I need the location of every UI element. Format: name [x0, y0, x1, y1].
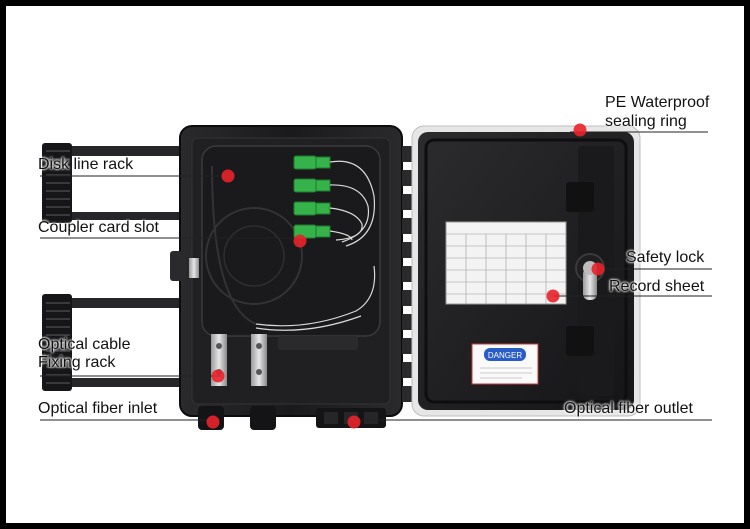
- lower-side-rack: [42, 294, 182, 391]
- marker-safety-lock: [591, 262, 605, 276]
- hinge: [402, 146, 412, 402]
- upper-side-rack: [42, 143, 182, 223]
- marker-disk-line-rack: [221, 169, 235, 183]
- label-optical-cable-line2: Fixing rack: [38, 354, 116, 371]
- label-optical-fiber-outlet: Optical fiber outlet: [564, 400, 693, 417]
- label-pe-ring-line2: sealing ring: [605, 113, 687, 130]
- marker-optical-fiber-outlet: [347, 415, 361, 429]
- product-diagram: DANGER PE Waterproof sealing ring Disk l…: [6, 6, 744, 523]
- label-optical-cable-line1: Optical cable: [38, 336, 131, 353]
- marker-optical-cable-fixing-rack: [211, 369, 225, 383]
- fiber-box-body: [170, 125, 403, 430]
- marker-optical-fiber-inlet: [206, 415, 220, 429]
- label-coupler-card-slot: Coupler card slot: [38, 219, 159, 236]
- label-safety-lock: Safety lock: [626, 249, 705, 266]
- fiber-box-lid: DANGER: [411, 125, 641, 417]
- markers: [206, 123, 605, 429]
- marker-coupler-card-slot: [293, 234, 307, 248]
- danger-sign-text: DANGER: [488, 351, 522, 360]
- danger-sign: DANGER: [471, 343, 539, 385]
- label-optical-fiber-inlet: Optical fiber inlet: [38, 400, 158, 417]
- marker-pe-ring: [573, 123, 587, 137]
- label-disk-line-rack: Disk line rack: [38, 156, 134, 173]
- label-pe-ring-line1: PE Waterproof: [605, 94, 710, 111]
- leader-lines: [40, 131, 712, 421]
- marker-record-sheet: [546, 289, 560, 303]
- fiber-box-illustration: DANGER: [40, 123, 712, 430]
- label-record-sheet: Record sheet: [609, 278, 705, 295]
- record-sheet-card: [445, 221, 567, 305]
